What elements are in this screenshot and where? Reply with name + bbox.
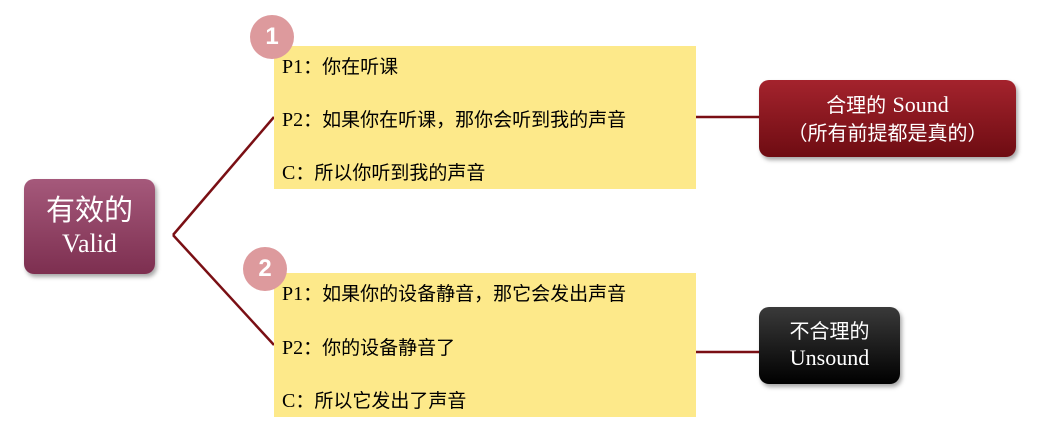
argument-1-conclusion: C：所以你听到我的声音 — [282, 158, 485, 185]
connector-root-to-argument-1 — [172, 116, 275, 236]
argument-2-number-badge: 2 — [243, 247, 287, 291]
premise-text: 如果你在听课，那你会听到我的声音 — [322, 109, 627, 131]
root-node-valid: 有效的 Valid — [24, 179, 155, 274]
verdict-sound-zh: 合理的 — [826, 93, 887, 118]
conclusion-label: C — [282, 390, 296, 412]
verdict-unsound-zh: 不合理的 — [789, 319, 870, 344]
conclusion-text: 所以它发出了声音 — [314, 390, 467, 412]
argument-2-premise-1: P1：如果你的设备静音，那它会发出声音 — [282, 279, 626, 306]
argument-box-1: P1：你在听课 P2：如果你在听课，那你会听到我的声音 C：所以你听到我的声音 — [274, 46, 696, 189]
verdict-unsound-en: Unsound — [789, 345, 870, 371]
separator: ： — [295, 390, 315, 412]
premise-label: P1 — [282, 56, 304, 78]
connector-root-to-argument-2 — [172, 234, 275, 346]
verdict-sound-en: Sound — [892, 92, 949, 118]
conclusion-text: 所以你听到我的声音 — [314, 162, 486, 184]
premise-text: 如果你的设备静音，那它会发出声音 — [322, 283, 627, 305]
argument-box-2: P1：如果你的设备静音，那它会发出声音 P2：你的设备静音了 C：所以它发出了声… — [274, 273, 696, 417]
separator: ： — [303, 283, 323, 305]
separator: ： — [303, 337, 323, 359]
root-title-zh: 有效的 — [45, 193, 133, 228]
argument-2-premise-2: P2：你的设备静音了 — [282, 333, 455, 360]
verdict-sound: 合理的 Sound （所有前提都是真的） — [759, 80, 1016, 157]
argument-1-premise-2: P2：如果你在听课，那你会听到我的声音 — [282, 105, 626, 132]
separator: ： — [303, 56, 323, 78]
argument-2-conclusion: C：所以它发出了声音 — [282, 386, 466, 413]
premise-label: P2 — [282, 109, 304, 131]
premise-text: 你在听课 — [322, 56, 399, 78]
premise-label: P1 — [282, 283, 304, 305]
verdict-unsound: 不合理的 Unsound — [759, 307, 900, 384]
argument-1-number-badge: 1 — [250, 15, 294, 59]
premise-text: 你的设备静音了 — [322, 337, 456, 359]
verdict-sound-line-1: 合理的 Sound — [826, 91, 949, 120]
root-title-en: Valid — [62, 229, 117, 259]
argument-1-premise-1: P1：你在听课 — [282, 52, 398, 79]
separator: ： — [303, 109, 323, 131]
separator: ： — [295, 162, 315, 184]
conclusion-label: C — [282, 162, 296, 184]
verdict-sound-note: （所有前提都是真的） — [787, 120, 988, 145]
premise-label: P2 — [282, 337, 304, 359]
